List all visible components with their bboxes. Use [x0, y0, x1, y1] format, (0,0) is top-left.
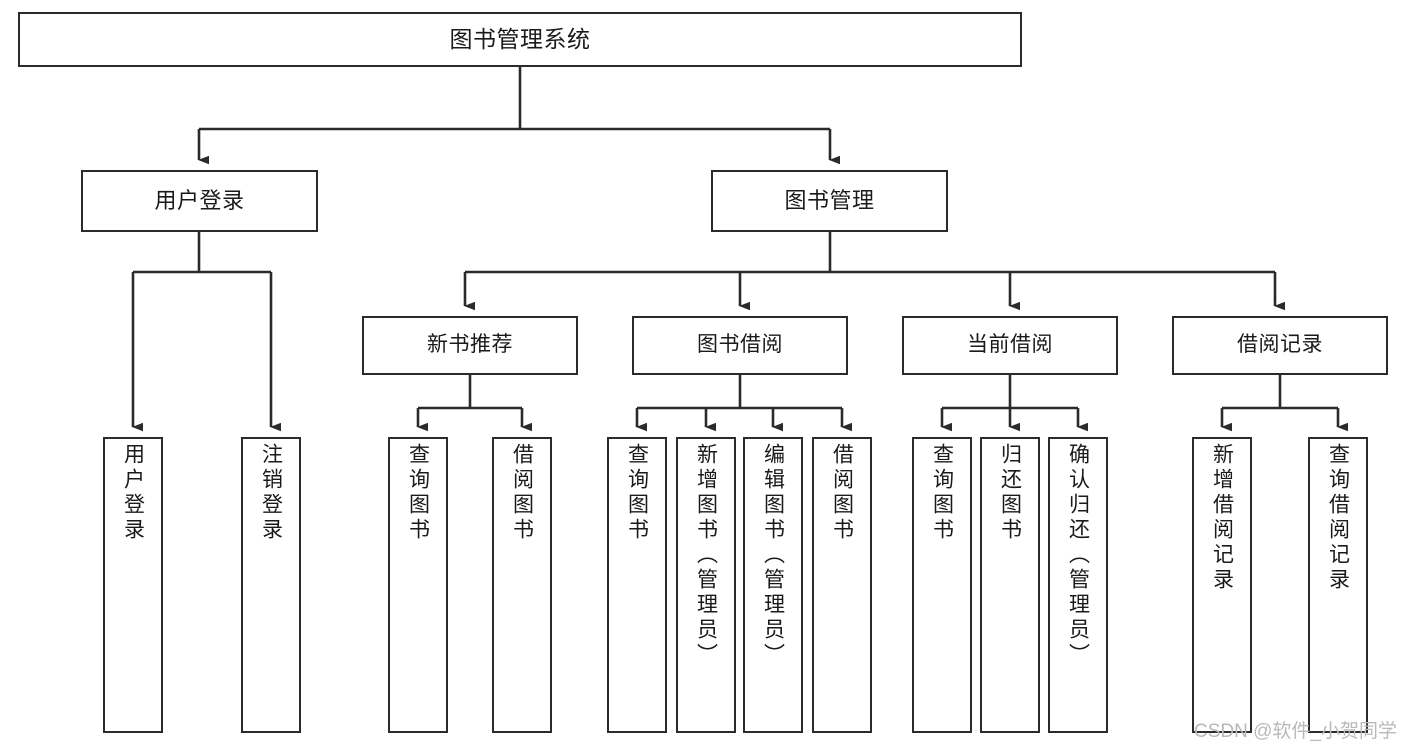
- node-leaf-add-book[interactable]: 新增图书（管理员）: [676, 437, 736, 733]
- node-book-management[interactable]: 图书管理: [711, 170, 948, 232]
- node-leaf-add-book-label: 新增图书（管理员）: [694, 443, 718, 668]
- node-user-login-label: 用户登录: [154, 188, 245, 214]
- node-leaf-user-login[interactable]: 用户登录: [103, 437, 163, 733]
- node-leaf-confirm-return[interactable]: 确认归还（管理员）: [1048, 437, 1108, 733]
- node-leaf-logout[interactable]: 注销登录: [241, 437, 301, 733]
- node-leaf-borrow-book[interactable]: 借阅图书: [812, 437, 872, 733]
- node-leaf-query-book-borrowing-label: 查询图书: [625, 443, 649, 543]
- node-leaf-borrow-book-recommendation-label: 借阅图书: [510, 443, 534, 543]
- node-book-borrowing-label: 图书借阅: [697, 333, 783, 357]
- node-leaf-borrow-book-recommendation[interactable]: 借阅图书: [492, 437, 552, 733]
- node-leaf-query-borrow-record[interactable]: 查询借阅记录: [1308, 437, 1368, 733]
- node-leaf-add-borrow-record[interactable]: 新增借阅记录: [1192, 437, 1252, 733]
- node-leaf-borrow-book-label: 借阅图书: [830, 443, 854, 543]
- node-book-borrowing[interactable]: 图书借阅: [632, 316, 848, 375]
- node-leaf-user-login-label: 用户登录: [121, 443, 145, 543]
- node-leaf-edit-book[interactable]: 编辑图书（管理员）: [743, 437, 803, 733]
- csdn-watermark: CSDN @软件_小贺同学: [1194, 721, 1397, 742]
- node-leaf-return-book-label: 归还图书: [998, 443, 1022, 543]
- node-leaf-query-book-current[interactable]: 查询图书: [912, 437, 972, 733]
- node-leaf-query-book-borrowing[interactable]: 查询图书: [607, 437, 667, 733]
- node-borrowing-record[interactable]: 借阅记录: [1172, 316, 1388, 375]
- node-leaf-query-borrow-record-label: 查询借阅记录: [1326, 443, 1350, 593]
- node-leaf-query-book-recommendation-label: 查询图书: [406, 443, 430, 543]
- node-book-management-label: 图书管理: [784, 188, 875, 214]
- node-current-borrowing[interactable]: 当前借阅: [902, 316, 1118, 375]
- node-root-book-management-system[interactable]: 图书管理系统: [18, 12, 1022, 67]
- node-leaf-logout-label: 注销登录: [259, 443, 283, 543]
- node-leaf-confirm-return-label: 确认归还（管理员）: [1066, 443, 1090, 668]
- node-root-label: 图书管理系统: [449, 25, 591, 52]
- node-leaf-return-book[interactable]: 归还图书: [980, 437, 1040, 733]
- node-leaf-add-borrow-record-label: 新增借阅记录: [1210, 443, 1234, 593]
- node-leaf-query-book-recommendation[interactable]: 查询图书: [388, 437, 448, 733]
- node-new-book-recommendation-label: 新书推荐: [427, 333, 513, 357]
- node-borrowing-record-label: 借阅记录: [1237, 333, 1323, 357]
- node-user-login[interactable]: 用户登录: [81, 170, 318, 232]
- node-current-borrowing-label: 当前借阅: [967, 333, 1053, 357]
- node-leaf-query-book-current-label: 查询图书: [930, 443, 954, 543]
- node-new-book-recommendation[interactable]: 新书推荐: [362, 316, 578, 375]
- node-leaf-edit-book-label: 编辑图书（管理员）: [761, 443, 785, 668]
